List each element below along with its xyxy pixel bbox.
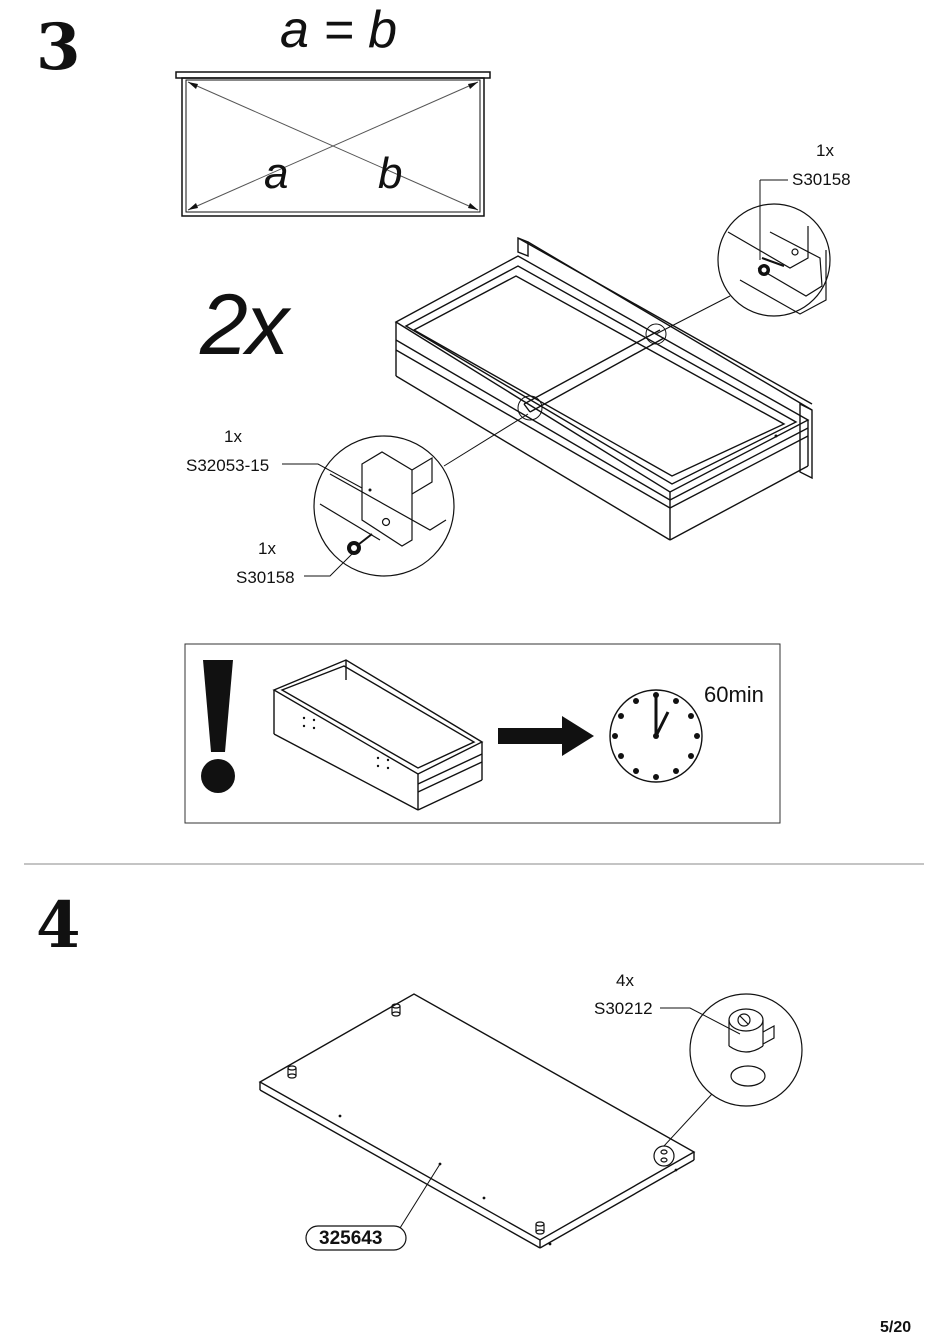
diagonal-label-b: b <box>378 149 403 198</box>
fitting-code-top-right: S30158 <box>792 170 851 189</box>
part-number-label: 325643 <box>319 1228 383 1249</box>
fitting-qty-bracket: 1x <box>224 427 242 446</box>
diagonal-formula: a = b <box>280 1 398 59</box>
wait-time-label: 60min <box>704 682 764 707</box>
step-4-number: 4 <box>36 888 81 963</box>
diagonal-label-a: a <box>264 149 289 198</box>
assembly-quantity: 2x <box>200 277 289 373</box>
fitting-qty-screw: 1x <box>258 539 276 558</box>
fitting-code-screw: S30158 <box>236 568 295 587</box>
fitting-qty-top-right: 1x <box>816 141 834 160</box>
fitting-code-bracket: S32053-15 <box>186 456 270 475</box>
step-3-number: 3 <box>36 10 81 85</box>
fitting-qty-cam: 4x <box>616 971 634 990</box>
page-number: 5/20 <box>880 1319 912 1336</box>
fitting-code-cam: S30212 <box>594 999 653 1018</box>
